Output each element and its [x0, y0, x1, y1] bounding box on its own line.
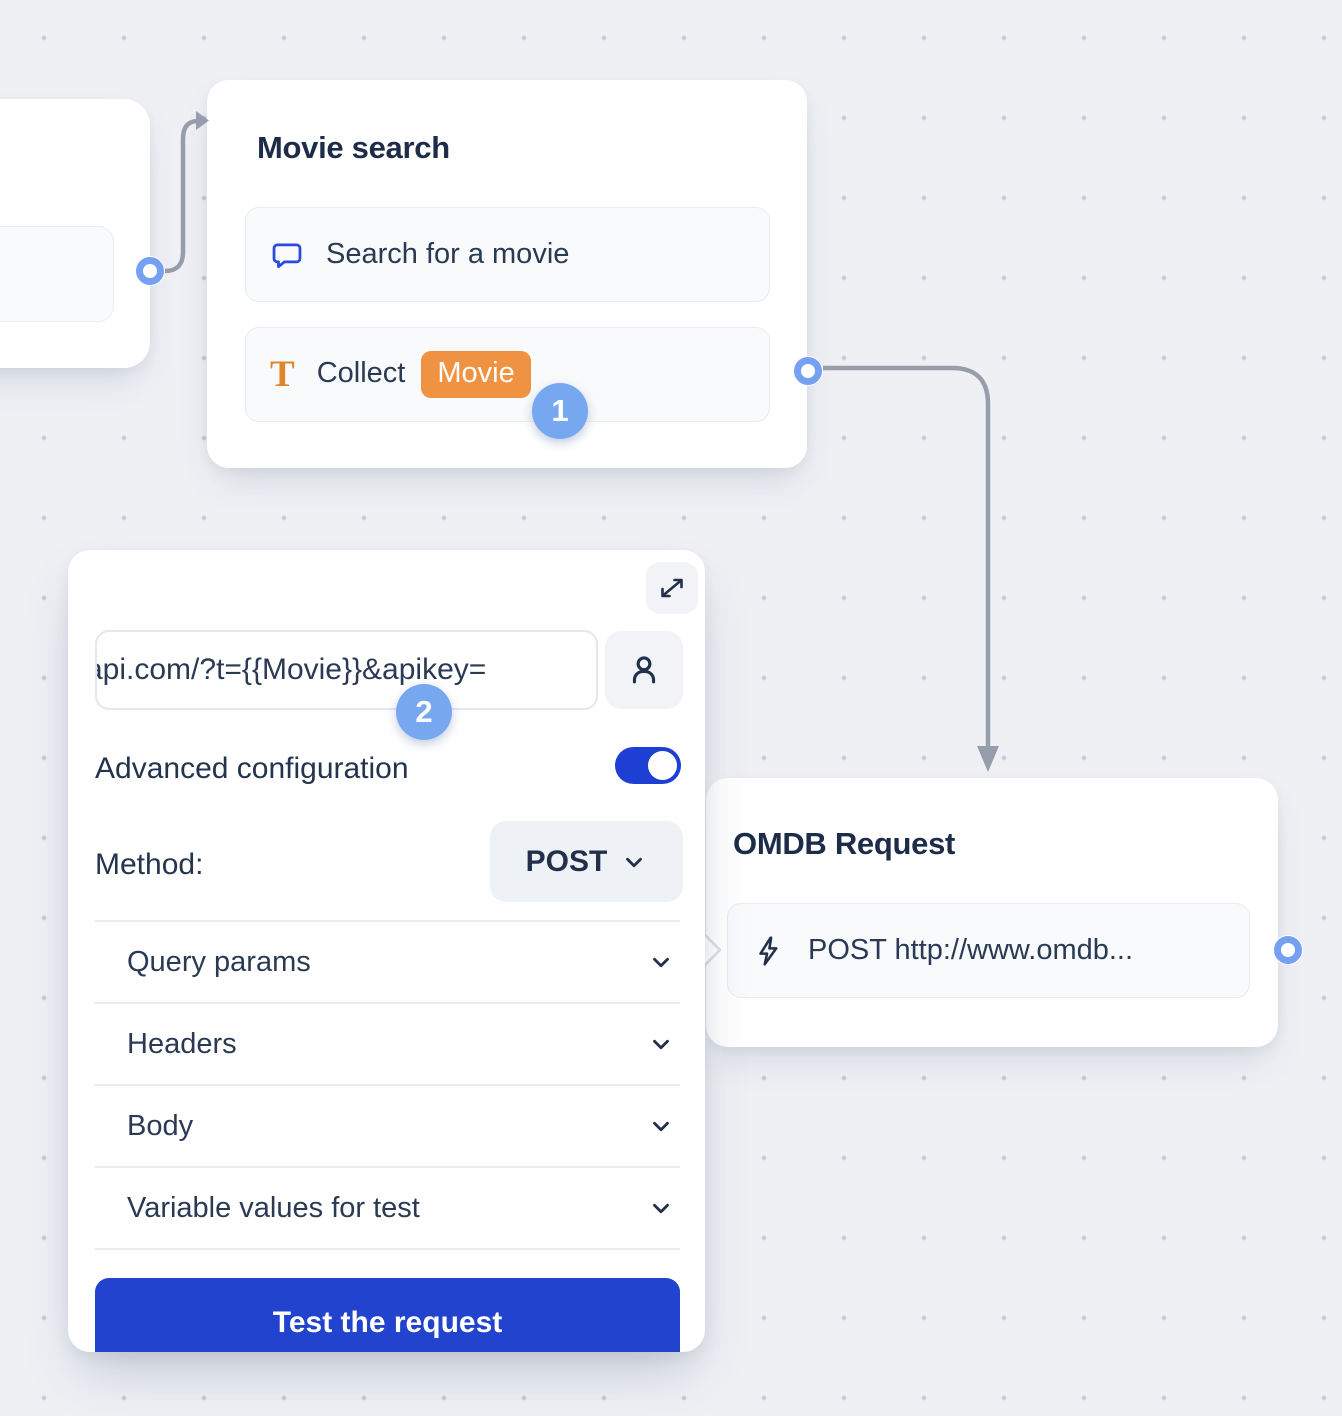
url-input[interactable]: api.com/?t={{Movie}}&apikey= [95, 630, 598, 710]
partial-node-card[interactable] [0, 99, 150, 368]
node-title: OMDB Request [733, 826, 956, 861]
divider [95, 1248, 680, 1250]
partial-node-item[interactable] [0, 226, 114, 322]
method-label: Method: [95, 848, 204, 881]
movie-search-node[interactable]: Movie search Search for a movie T Collec… [207, 80, 807, 468]
node-item-label: Search for a movie [326, 238, 570, 270]
step-badge-2: 2 [396, 684, 452, 740]
expand-button[interactable] [646, 562, 698, 614]
section-headers[interactable]: Headers [95, 1002, 680, 1084]
step-badge-1: 1 [532, 383, 588, 439]
advanced-configuration-toggle[interactable] [615, 747, 681, 784]
chevron-down-icon [648, 949, 674, 975]
toggle-knob [648, 751, 677, 780]
insert-variable-button[interactable] [605, 631, 683, 709]
text-input-icon: T [270, 354, 295, 395]
node-title: Movie search [257, 130, 450, 165]
person-icon [626, 652, 662, 688]
section-body[interactable]: Body [95, 1084, 680, 1166]
expand-icon [657, 573, 687, 603]
chevron-down-icon [648, 1031, 674, 1057]
connector-line [159, 118, 199, 274]
connector-arrowhead [977, 746, 999, 772]
advanced-configuration-label: Advanced configuration [95, 752, 409, 785]
section-label: Query params [127, 945, 311, 978]
section-label: Body [127, 1109, 194, 1142]
webhook-config-panel[interactable]: api.com/?t={{Movie}}&apikey= Advanced co… [68, 550, 705, 1352]
section-variable-values[interactable]: Variable values for test [95, 1166, 680, 1248]
url-input-value: api.com/?t={{Movie}}&apikey= [95, 653, 487, 686]
chevron-down-icon [648, 1195, 674, 1221]
test-request-button[interactable]: Test the request [95, 1278, 680, 1352]
chat-bubble-icon [270, 238, 304, 272]
section-label: Variable values for test [127, 1191, 420, 1224]
lightning-icon [752, 934, 786, 968]
chevron-down-icon [621, 849, 647, 875]
connector-line [823, 365, 991, 748]
section-label: Headers [127, 1027, 237, 1060]
config-sections: Query params Headers Body Variable value… [95, 920, 680, 1250]
method-select[interactable]: POST [490, 821, 683, 902]
variable-badge[interactable]: Movie [421, 351, 531, 398]
chevron-down-icon [648, 1113, 674, 1139]
node-item-webhook[interactable]: POST http://www.omdb... [727, 903, 1250, 998]
node-item-question[interactable]: Search for a movie [245, 207, 770, 302]
section-query-params[interactable]: Query params [95, 920, 680, 1002]
method-value: POST [525, 844, 608, 878]
node-item-label: POST http://www.omdb... [808, 934, 1134, 966]
omdb-request-node[interactable]: OMDB Request POST http://www.omdb... [706, 778, 1278, 1047]
